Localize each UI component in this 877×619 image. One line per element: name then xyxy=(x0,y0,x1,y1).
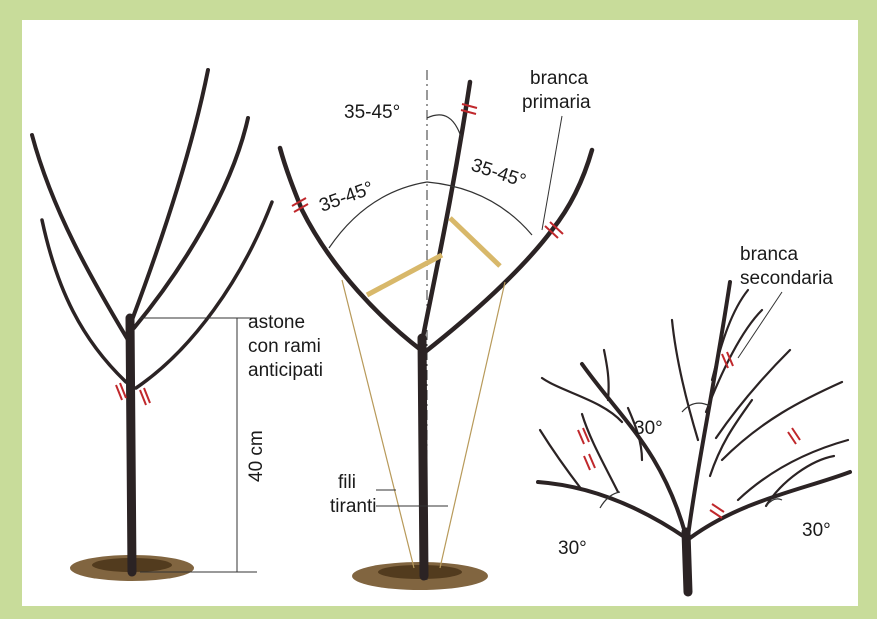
angle-arc-top xyxy=(427,115,462,140)
tree-training-diagram: 40 cm astone con rami anticipati xyxy=(22,20,858,606)
branca-secondaria-leader xyxy=(738,292,782,358)
angle-label-right: 35-45° xyxy=(468,155,528,192)
branca-primaria-line-1: branca xyxy=(530,68,589,89)
angle-label-left: 35-45° xyxy=(317,178,377,217)
astone-label-line-2: con rami xyxy=(248,336,321,357)
astone-label-line-1: astone xyxy=(248,312,305,333)
tree-3-secondary-branches: branca secondaria 30° 30° 30° xyxy=(538,244,850,592)
tree-2-trunk xyxy=(422,338,424,576)
tree-2-primary-branches: 35-45° 35-45° 35-45° branca primaria fil… xyxy=(280,68,592,590)
branca-primaria-leader xyxy=(542,116,562,230)
angle-30-top: 30° xyxy=(634,418,663,439)
fili-label-line-1: fili xyxy=(338,472,356,493)
branca-primaria-line-2: primaria xyxy=(522,92,591,113)
branca-secondaria-line-2: secondaria xyxy=(740,268,833,289)
tree-3-trunk xyxy=(686,532,688,592)
tree-3-left-branch xyxy=(538,482,686,538)
tree-2-leader xyxy=(422,82,470,342)
fili-label-line-2: tiranti xyxy=(330,496,376,517)
angle-30-right: 30° xyxy=(802,520,831,541)
tree-3-shoots xyxy=(540,290,848,506)
tree-1-trunk xyxy=(130,318,132,572)
branca-secondaria-line-1: branca xyxy=(740,244,799,265)
angle-30-left: 30° xyxy=(558,538,587,559)
height-label: 40 cm xyxy=(246,430,267,482)
angle-label-top: 35-45° xyxy=(344,102,400,123)
astone-label-line-3: anticipati xyxy=(248,360,323,381)
right-tie-wire xyxy=(440,282,505,568)
diagram-canvas: 40 cm astone con rami anticipati xyxy=(22,20,858,606)
tree-1-left-low-shoot xyxy=(42,220,126,382)
tree-3-center-branch xyxy=(688,282,730,536)
tree-1-right-shoot xyxy=(134,118,248,328)
tree-3-cut-marks xyxy=(578,352,800,518)
right-spreader xyxy=(450,218,500,266)
height-dimension xyxy=(140,318,257,572)
left-tie-wire xyxy=(342,280,414,568)
